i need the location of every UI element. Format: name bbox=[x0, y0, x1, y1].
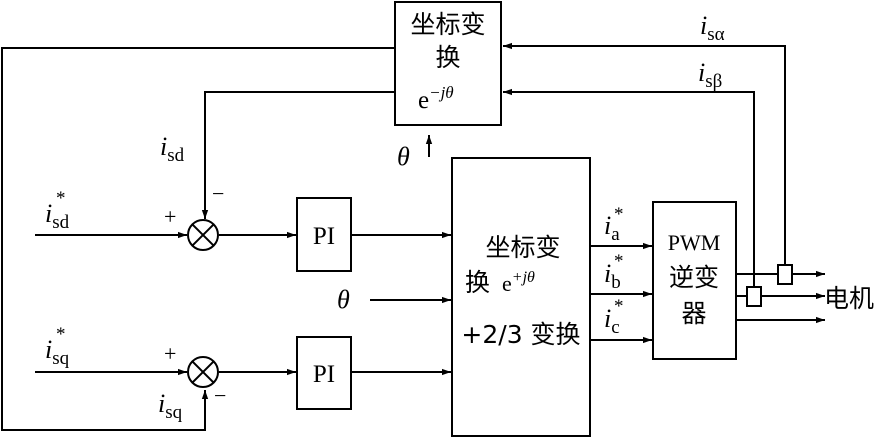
ic-ref-label: ic bbox=[604, 304, 620, 338]
mid-transform-expression: e+jθ bbox=[502, 269, 535, 296]
current-sensor-b bbox=[746, 286, 762, 307]
isq-ref-star: * bbox=[56, 324, 66, 345]
top-transform-line2: 换 bbox=[435, 43, 460, 72]
pi-controller-q: PI bbox=[296, 336, 352, 410]
pwm-line2: 逆变 bbox=[669, 263, 719, 292]
theta-top-label: θ bbox=[397, 142, 410, 171]
mid-transform-line3: +2/3 变换 bbox=[461, 320, 580, 349]
isq-feedback-wire bbox=[1, 47, 395, 431]
top-transform-expr-base: e bbox=[418, 87, 429, 114]
isd-ref-star: * bbox=[56, 188, 66, 209]
is-alpha-feedback-wire bbox=[503, 42, 786, 265]
is-beta-feedback-wire bbox=[503, 88, 755, 287]
ib-ref-star: * bbox=[614, 251, 624, 272]
sum-q-minus-sign: − bbox=[214, 383, 226, 408]
ia-ref-star: * bbox=[614, 204, 624, 225]
pi-q-label: PI bbox=[313, 361, 335, 388]
current-sensor-a bbox=[777, 264, 793, 285]
middle-coordinate-transform-block: 坐标变 换 e+jθ +2/3 变换 bbox=[451, 157, 591, 437]
mid-transform-expr-base: e bbox=[502, 271, 512, 296]
top-transform-expr-sup: −jθ bbox=[429, 83, 454, 102]
pwm-label: PWM bbox=[668, 230, 721, 255]
pi-d-label: PI bbox=[313, 223, 335, 250]
is-alpha-label: isα bbox=[700, 11, 725, 45]
isd-feedback-label: isd bbox=[160, 132, 185, 166]
isd-ref-label: isd bbox=[45, 199, 70, 233]
sum-d-plus-sign: + bbox=[164, 204, 176, 229]
mid-transform-line2: 换 bbox=[465, 268, 490, 297]
pwm-line3: 器 bbox=[681, 299, 706, 328]
pwm-inverter-block: PWM 逆变 器 bbox=[652, 201, 737, 360]
isq-feedback-label: isq bbox=[158, 389, 183, 423]
motor-label: 电机 bbox=[824, 284, 874, 313]
ia-ref-label: ia bbox=[604, 211, 620, 245]
top-coordinate-transform-block: 坐标变 换 e−jθ bbox=[394, 1, 502, 126]
mid-transform-expr-sup: +jθ bbox=[512, 269, 535, 286]
sum-q-plus-sign: + bbox=[164, 341, 176, 366]
ic-ref-star: * bbox=[614, 296, 624, 317]
summing-junction-d bbox=[187, 219, 219, 251]
top-transform-line1: 坐标变 bbox=[410, 10, 485, 39]
summing-junction-q bbox=[187, 356, 219, 388]
sum-d-minus-sign: − bbox=[212, 181, 224, 206]
isq-ref-label: isq bbox=[45, 335, 70, 369]
isd-feedback-wire bbox=[201, 91, 395, 219]
top-transform-expression: e−jθ bbox=[418, 83, 454, 114]
mid-transform-line1: 坐标变 bbox=[485, 233, 560, 262]
ib-ref-label: ib bbox=[604, 259, 621, 293]
theta-mid-label: θ bbox=[337, 285, 350, 314]
pi-controller-d: PI bbox=[296, 197, 352, 272]
is-beta-label: isβ bbox=[698, 58, 722, 92]
